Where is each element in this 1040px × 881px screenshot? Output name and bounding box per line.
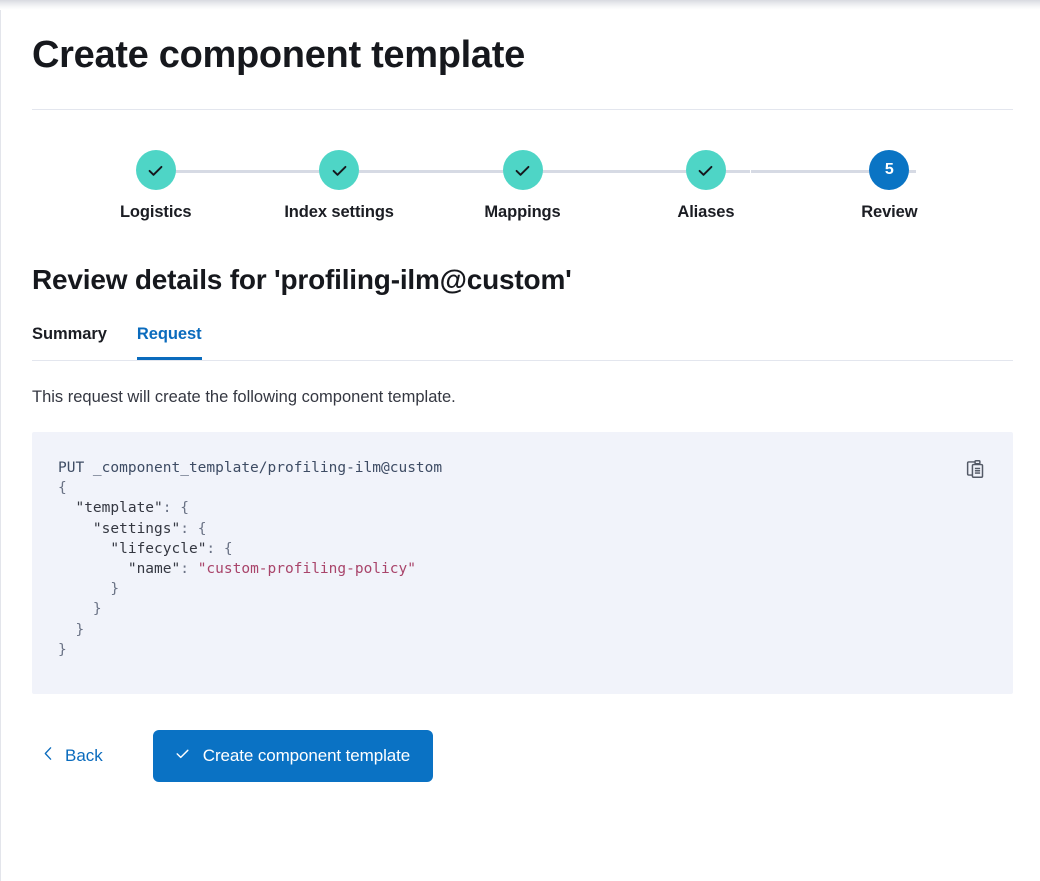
step-label: Review	[861, 203, 918, 221]
window-left-edge	[0, 0, 1, 881]
back-button-label: Back	[65, 746, 103, 765]
request-description: This request will create the following c…	[32, 388, 456, 406]
step-status-complete	[319, 150, 360, 190]
request-code-text: PUT _component_template/profiling-ilm@cu…	[58, 460, 443, 658]
step-number-badge: 5	[869, 150, 910, 190]
step-review[interactable]: 5 Review	[798, 150, 981, 222]
step-status-complete	[135, 150, 176, 190]
step-logistics[interactable]: Logistics	[64, 150, 247, 222]
header-divider	[32, 109, 1013, 110]
step-index-settings[interactable]: Index settings	[247, 150, 430, 222]
wizard-actions: Back Create component template	[32, 730, 1013, 782]
check-icon	[174, 745, 191, 767]
step-status-complete	[502, 150, 543, 190]
back-button[interactable]: Back	[32, 739, 111, 773]
step-status-complete	[685, 150, 726, 190]
clipboard-copy-icon[interactable]	[963, 456, 987, 480]
step-label: Index settings	[284, 203, 394, 221]
stepper-connector-2	[358, 170, 554, 173]
step-label: Logistics	[119, 203, 192, 221]
create-component-template-button[interactable]: Create component template	[152, 730, 434, 782]
review-tabs: Summary Request	[32, 325, 1013, 361]
wizard-stepper: Logistics Index settings	[32, 150, 1013, 238]
step-label: Mappings	[484, 203, 561, 221]
step-aliases[interactable]: Aliases	[614, 150, 797, 222]
step-mappings[interactable]: Mappings	[431, 150, 614, 222]
tabs-divider	[32, 360, 1013, 361]
create-component-template-button-label: Create component template	[202, 746, 411, 765]
tab-strip: Summary Request	[32, 325, 1013, 360]
check-icon	[146, 161, 165, 180]
check-icon	[330, 161, 349, 180]
review-heading: Review details for 'profiling-ilm@custom…	[32, 264, 572, 295]
check-icon	[513, 161, 532, 180]
tab-summary[interactable]: Summary	[32, 325, 107, 343]
stepper-connector-4	[751, 170, 916, 173]
page-title: Create component template	[32, 34, 525, 76]
code-string-value: "custom-profiling-policy"	[197, 561, 416, 578]
step-label: Aliases	[677, 203, 735, 221]
chevron-left-icon	[42, 745, 55, 767]
stepper-connector-3	[554, 170, 750, 173]
tab-request[interactable]: Request	[136, 325, 202, 360]
request-code-block: PUT _component_template/profiling-ilm@cu…	[32, 432, 1013, 694]
stepper-connector-1	[161, 170, 357, 173]
code-request-line: PUT _component_template/profiling-ilm@cu…	[58, 460, 443, 476]
check-icon	[696, 161, 715, 180]
